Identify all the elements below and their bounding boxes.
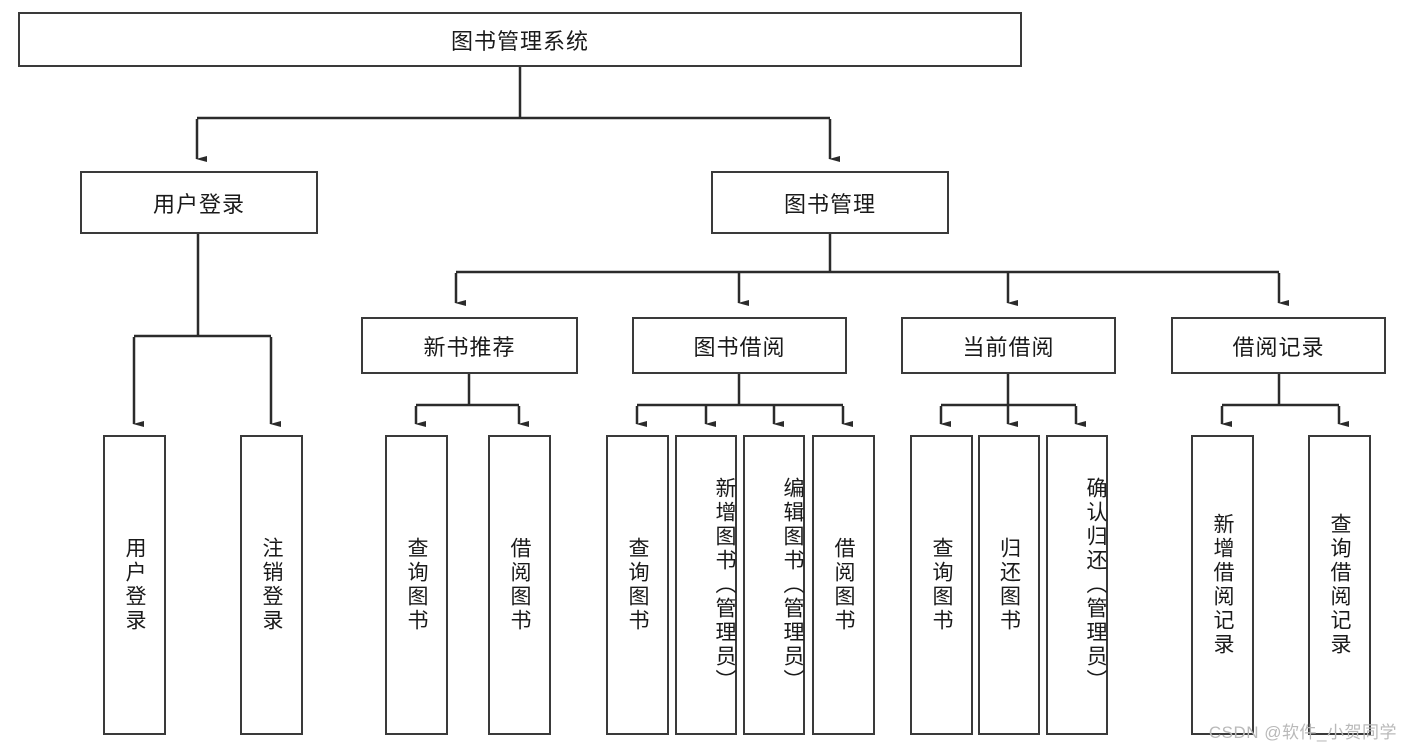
leaf-query-book-recommend[interactable]: 查询图书 <box>385 435 448 735</box>
leaf-borrow-book-recommend[interactable]: 借阅图书 <box>488 435 551 735</box>
node-label: 借阅图书 <box>508 537 531 633</box>
node-book-management[interactable]: 图书管理 <box>711 171 949 234</box>
leaf-borrow-book[interactable]: 借阅图书 <box>812 435 875 735</box>
node-label: 注销登录 <box>260 537 283 633</box>
node-book-borrow[interactable]: 图书借阅 <box>632 317 847 374</box>
node-root-system[interactable]: 图书管理系统 <box>18 12 1022 67</box>
node-label: 查询图书 <box>626 537 649 633</box>
leaf-return-book[interactable]: 归还图书 <box>978 435 1040 735</box>
watermark: CSDN @软件_小贺同学 <box>1208 723 1397 742</box>
node-label: 新书推荐 <box>423 334 516 360</box>
node-label: 当前借阅 <box>962 334 1055 360</box>
leaf-add-book-admin[interactable]: 新增图书（管理员） <box>675 435 737 735</box>
node-user-login[interactable]: 用户登录 <box>80 171 318 234</box>
node-current-borrow[interactable]: 当前借阅 <box>901 317 1116 374</box>
node-label: 查询图书 <box>930 537 953 633</box>
leaf-query-book-borrow[interactable]: 查询图书 <box>606 435 669 735</box>
leaf-confirm-return-admin[interactable]: 确认归还（管理员） <box>1046 435 1108 735</box>
node-label: 查询借阅记录 <box>1328 513 1351 657</box>
node-label: 用户登录 <box>152 191 245 217</box>
node-label: 图书借阅 <box>693 334 786 360</box>
node-label: 图书管理 <box>783 191 876 217</box>
leaf-query-borrow-record[interactable]: 查询借阅记录 <box>1308 435 1371 735</box>
node-label: 新增借阅记录 <box>1211 513 1234 657</box>
leaf-logout[interactable]: 注销登录 <box>240 435 303 735</box>
node-label: 图书管理系统 <box>450 28 589 54</box>
leaf-user-login[interactable]: 用户登录 <box>103 435 166 735</box>
node-label: 新增图书（管理员） <box>713 477 736 693</box>
node-new-book-recommend[interactable]: 新书推荐 <box>361 317 578 374</box>
node-label: 归还图书 <box>997 537 1021 633</box>
node-borrow-record[interactable]: 借阅记录 <box>1171 317 1386 374</box>
node-label: 借阅记录 <box>1232 334 1325 360</box>
node-label: 编辑图书（管理员） <box>781 477 804 693</box>
leaf-edit-book-admin[interactable]: 编辑图书（管理员） <box>743 435 805 735</box>
leaf-add-borrow-record[interactable]: 新增借阅记录 <box>1191 435 1254 735</box>
node-label: 查询图书 <box>405 537 428 633</box>
node-label: 用户登录 <box>123 537 146 633</box>
node-label: 借阅图书 <box>832 537 855 633</box>
node-label: 确认归还（管理员） <box>1084 477 1107 693</box>
leaf-query-book-current[interactable]: 查询图书 <box>910 435 973 735</box>
